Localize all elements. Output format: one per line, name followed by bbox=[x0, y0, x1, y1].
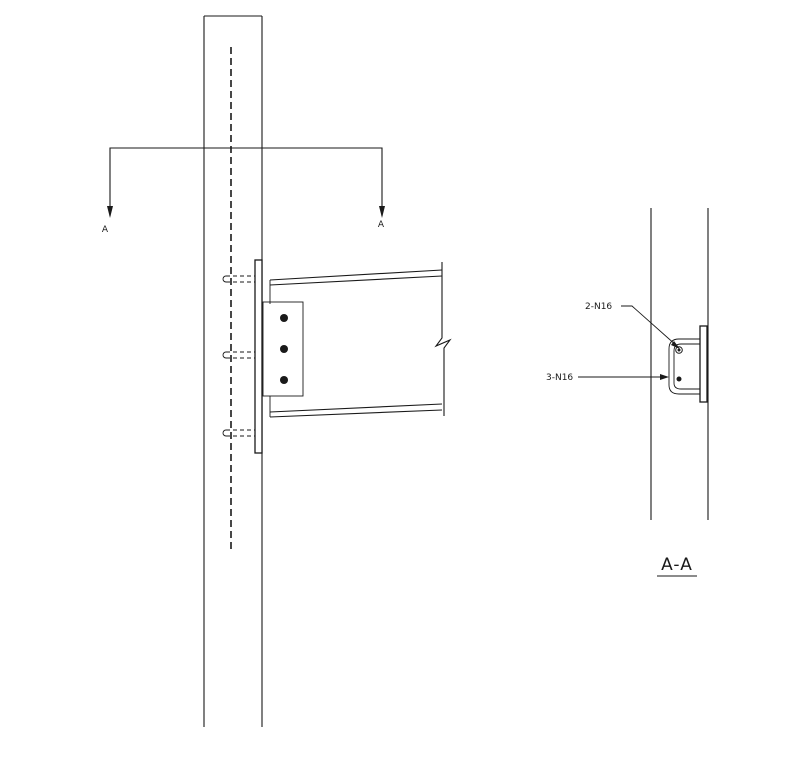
bolt bbox=[280, 345, 288, 353]
column-elevation bbox=[203, 15, 263, 727]
section-arrow-left-icon bbox=[107, 206, 113, 218]
embedded-end-plate bbox=[254, 259, 263, 454]
section-cut-line bbox=[107, 147, 385, 218]
leader-arrow-icon bbox=[660, 374, 669, 380]
rebar-3-n16 bbox=[676, 376, 682, 382]
steel-beam bbox=[269, 262, 452, 418]
anchor-studs bbox=[222, 275, 255, 437]
bolt bbox=[280, 376, 288, 384]
anchor-stud bbox=[222, 351, 255, 359]
beam-break-line bbox=[434, 262, 452, 416]
bolt bbox=[280, 314, 288, 322]
section-title: A-A bbox=[661, 555, 693, 575]
section-mark-right: A bbox=[378, 220, 385, 230]
section-view-a-a bbox=[650, 208, 709, 520]
callout-label-bottom: 3-N16 bbox=[546, 373, 573, 383]
rebar-2-n16-core bbox=[677, 348, 681, 352]
section-end-plate bbox=[699, 325, 708, 403]
callout-leader-top bbox=[621, 305, 678, 347]
shear-tab-plate bbox=[262, 301, 304, 397]
section-mark-left: A bbox=[102, 225, 109, 235]
section-arrow-right-icon bbox=[379, 206, 385, 218]
anchor-stud bbox=[222, 275, 255, 283]
callout-label-top: 2-N16 bbox=[585, 302, 612, 312]
anchor-stud bbox=[222, 429, 255, 437]
leader-arrow-icon bbox=[671, 341, 680, 349]
